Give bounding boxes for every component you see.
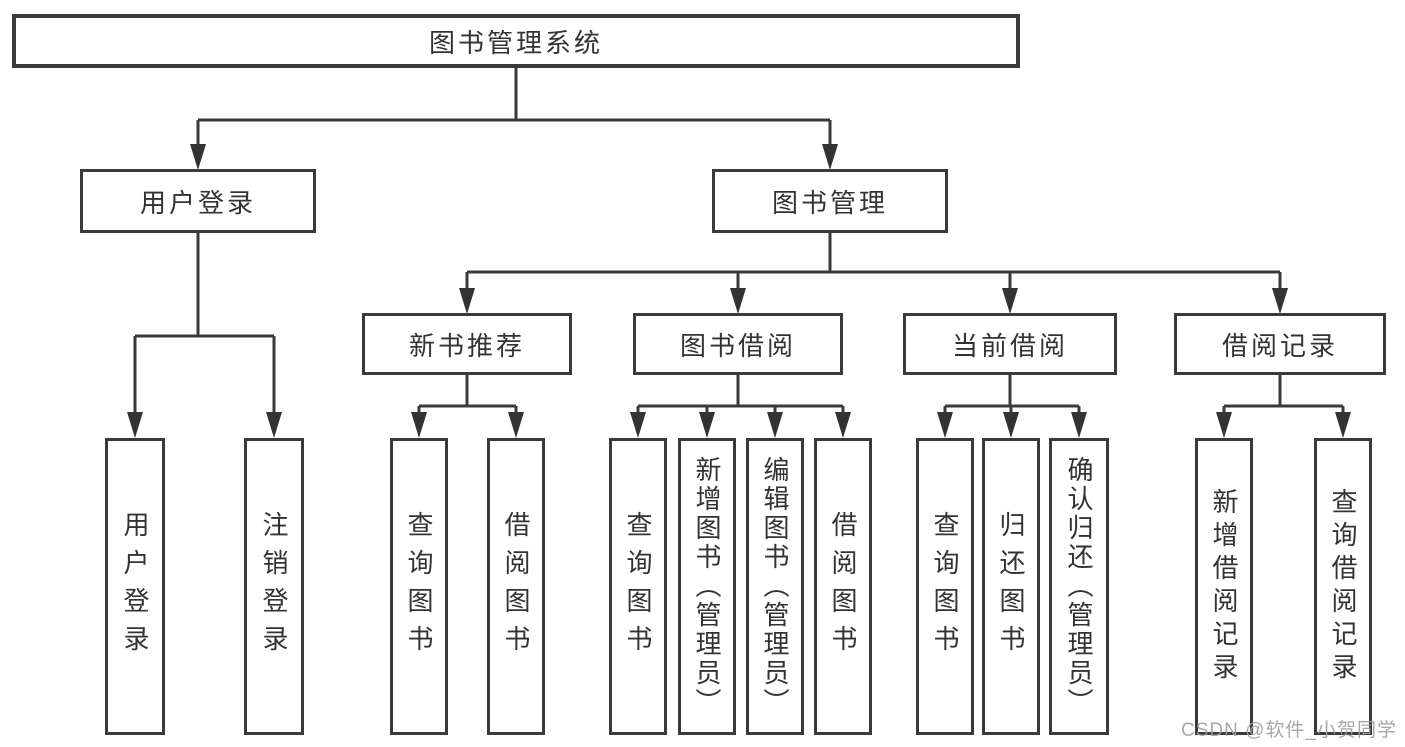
- node-borrowing-records: 借阅记录: [1174, 313, 1386, 375]
- leaf-query-books-borrowing-label: 查询图书: [623, 510, 653, 663]
- leaf-return-book-label: 归还图书: [996, 510, 1026, 663]
- node-book-borrowing: 图书借阅: [633, 313, 843, 375]
- node-user-login-branch: 用户登录: [80, 169, 316, 233]
- leaf-confirm-return-admin-label: 确认归还（管理员）: [1064, 456, 1094, 717]
- leaf-add-borrow-record: 新增借阅记录: [1195, 438, 1253, 735]
- leaf-query-books-recommend-label: 查询图书: [404, 510, 434, 663]
- leaf-confirm-return-admin: 确认归还（管理员）: [1049, 438, 1109, 735]
- leaf-query-books-current-label: 查询图书: [930, 510, 960, 663]
- node-borrowing-records-label: 借阅记录: [1221, 330, 1338, 361]
- csdn-watermark: CSDN @软件_小贺同学: [1181, 720, 1397, 741]
- leaf-logout-label: 注销登录: [259, 510, 289, 663]
- node-book-borrowing-label: 图书借阅: [679, 330, 796, 361]
- leaf-query-borrow-record-label: 查询借阅记录: [1328, 487, 1358, 686]
- leaf-user-login: 用户登录: [105, 438, 165, 735]
- leaf-return-book: 归还图书: [982, 438, 1040, 735]
- node-book-management-label: 图书管理: [771, 187, 888, 218]
- leaf-edit-book-admin-label: 编辑图书（管理员）: [760, 456, 790, 717]
- leaf-borrow-books-borrowing: 借阅图书: [814, 438, 872, 735]
- leaf-user-login-label: 用户登录: [120, 510, 150, 663]
- node-current-borrowing: 当前借阅: [903, 313, 1117, 375]
- leaf-query-books-borrowing: 查询图书: [609, 438, 667, 735]
- node-book-management-branch: 图书管理: [712, 169, 948, 233]
- leaf-borrow-books-borrowing-label: 借阅图书: [828, 510, 858, 663]
- leaf-add-book-admin-label: 新增图书（管理员）: [692, 456, 722, 717]
- leaf-query-books-current: 查询图书: [916, 438, 974, 735]
- node-root-system: 图书管理系统: [12, 14, 1020, 68]
- node-current-borrowing-label: 当前借阅: [951, 330, 1068, 361]
- leaf-borrow-books-recommend-label: 借阅图书: [501, 510, 531, 663]
- node-new-book-recommend: 新书推荐: [362, 313, 572, 375]
- node-user-login-label: 用户登录: [139, 187, 256, 218]
- leaf-add-book-admin: 新增图书（管理员）: [678, 438, 736, 735]
- node-new-book-recommend-label: 新书推荐: [408, 330, 525, 361]
- leaf-edit-book-admin: 编辑图书（管理员）: [746, 438, 804, 735]
- leaf-borrow-books-recommend: 借阅图书: [487, 438, 545, 735]
- leaf-add-borrow-record-label: 新增借阅记录: [1209, 487, 1239, 686]
- leaf-query-books-recommend: 查询图书: [390, 438, 448, 735]
- leaf-logout: 注销登录: [244, 438, 304, 735]
- node-root-label: 图书管理系统: [428, 27, 603, 58]
- leaf-query-borrow-record: 查询借阅记录: [1314, 438, 1372, 735]
